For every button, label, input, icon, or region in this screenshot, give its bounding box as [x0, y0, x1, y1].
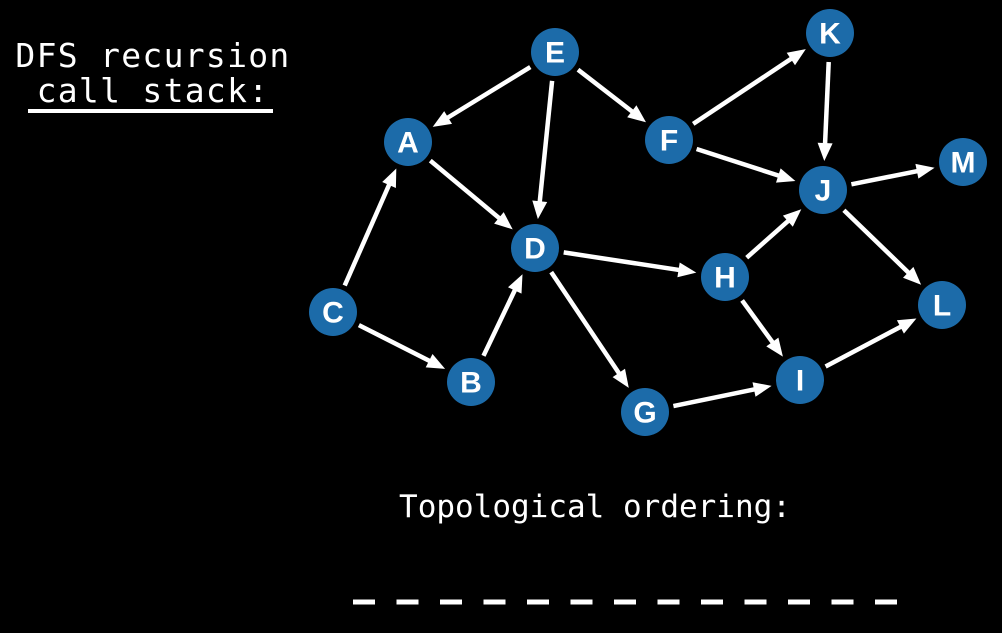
topological-ordering-label: Topological ordering:: [399, 489, 791, 525]
arrowhead-A-D: [494, 212, 513, 230]
arrowhead-C-A: [382, 168, 397, 188]
node-B: [447, 358, 495, 406]
arrowhead-J-L: [903, 266, 922, 285]
arrowhead-J-M: [915, 163, 935, 179]
edge-D-H: [563, 250, 681, 273]
arrowhead-E-D: [532, 200, 548, 220]
edge-I-L: [824, 324, 904, 369]
node-I: [776, 356, 824, 404]
arrowhead-F-K: [786, 49, 806, 66]
node-label-M: M: [951, 147, 976, 180]
arrowhead-E-F: [627, 105, 646, 123]
edge-J-L: [842, 208, 912, 276]
edge-C-A: [342, 182, 392, 287]
node-label-C: C: [322, 297, 344, 330]
arrowhead-D-H: [677, 262, 697, 278]
node-K: [806, 9, 854, 57]
node-H: [701, 253, 749, 301]
node-label-G: G: [633, 397, 656, 430]
edge-E-D: [537, 80, 555, 204]
arrowhead-G-I: [752, 382, 772, 397]
node-label-K: K: [819, 18, 841, 51]
edge-C-B: [357, 323, 432, 364]
node-C: [309, 288, 357, 336]
edge-H-I: [740, 299, 776, 345]
edge-F-K: [691, 56, 794, 126]
edge-A-D: [428, 158, 502, 221]
node-label-E: E: [545, 37, 565, 70]
node-E: [531, 28, 579, 76]
edge-D-G: [549, 270, 622, 376]
arrowhead-I-L: [896, 318, 917, 334]
edge-B-D: [481, 287, 518, 357]
node-G: [621, 388, 669, 436]
edge-E-A: [445, 65, 532, 121]
node-L: [918, 281, 966, 329]
title-line-1: DFS recursion: [15, 36, 291, 75]
arrowhead-H-I: [766, 337, 783, 357]
edge-F-J: [695, 146, 781, 179]
node-D: [511, 224, 559, 272]
edge-E-F: [576, 67, 635, 115]
node-label-A: A: [397, 127, 419, 160]
arrowhead-K-J: [817, 142, 833, 161]
edge-H-J: [745, 218, 791, 260]
edge-G-I: [672, 386, 757, 409]
node-J: [799, 166, 847, 214]
node-label-D: D: [524, 233, 546, 266]
arrowhead-H-J: [782, 209, 802, 227]
node-label-F: F: [660, 125, 678, 158]
edge-K-J: [822, 61, 831, 146]
node-label-I: I: [796, 365, 804, 398]
node-F: [645, 116, 693, 164]
node-label-H: H: [714, 262, 736, 295]
arrowhead-D-G: [612, 368, 629, 388]
page-title: DFS recursion call stack:: [12, 38, 294, 108]
title-underline: [28, 109, 273, 113]
node-label-B: B: [460, 367, 482, 400]
arrowhead-F-J: [776, 168, 796, 183]
title-line-2: call stack:: [36, 71, 270, 110]
arrowhead-B-D: [508, 274, 523, 294]
node-label-L: L: [933, 290, 951, 323]
edge-J-M: [850, 168, 920, 187]
node-M: [939, 138, 987, 186]
arrowhead-C-B: [425, 354, 446, 369]
arrowhead-E-A: [432, 111, 452, 127]
node-A: [384, 118, 432, 166]
node-label-J: J: [815, 175, 832, 208]
